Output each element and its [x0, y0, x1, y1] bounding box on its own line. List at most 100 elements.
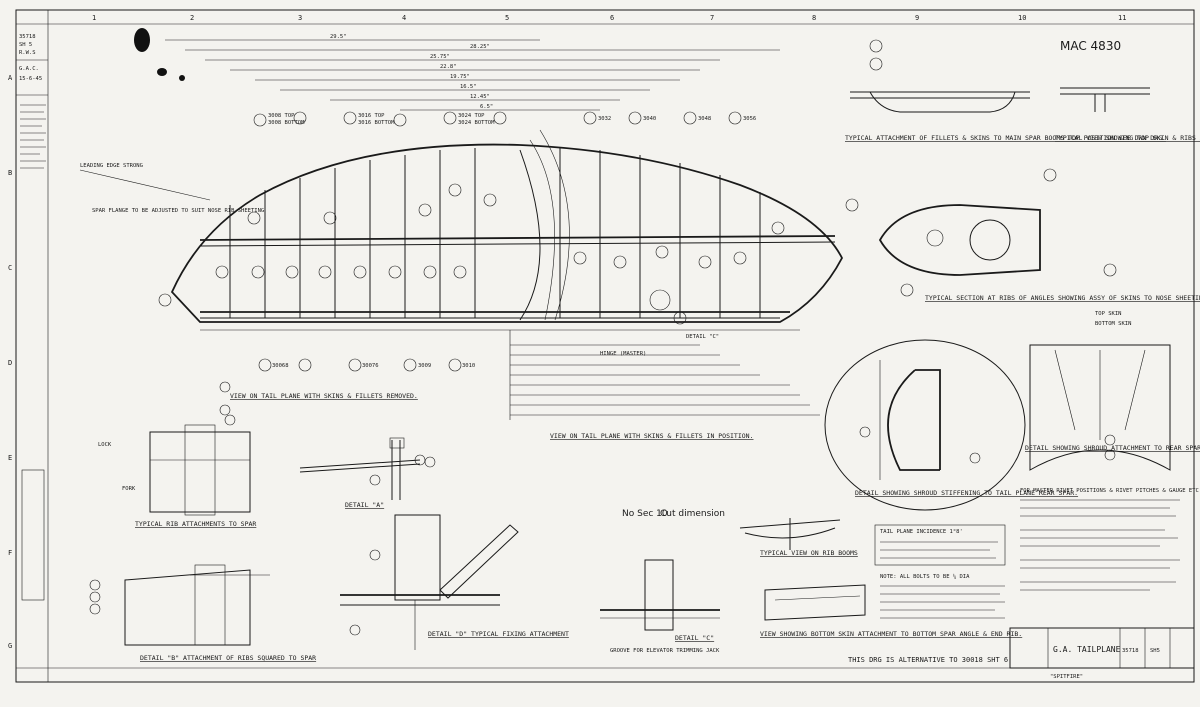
- title-block: G.A. TAILPLANE 35718 SH5 "SPITFIRE": [1009, 627, 1195, 680]
- note-incidence: TAIL PLANE INCIDENCE 1°8': [880, 529, 963, 535]
- dim-label: 16.5": [460, 84, 477, 90]
- row-label: F: [8, 549, 12, 557]
- title-block-sheet: SH5: [1150, 648, 1160, 654]
- bubble-label: 3016 TOP: [358, 113, 385, 119]
- tailplane-outline: [170, 143, 844, 323]
- bubble-label: 3040: [643, 116, 656, 122]
- aircraft-name: "SPITFIRE": [1050, 674, 1083, 680]
- ribs: [229, 148, 761, 318]
- title-block-name: G.A. TAILPLANE: [1053, 645, 1121, 654]
- revision-strip: 35718 SH 5 R.W.S G.A.C. 15-6-45: [16, 34, 48, 601]
- notes-block: TAIL PLANE INCIDENCE 1°8' NOTE: ALL BOLT…: [848, 488, 1199, 664]
- rev-text: 35718: [19, 34, 36, 40]
- dim-label: 19.75": [450, 74, 470, 80]
- row-label: E: [8, 454, 12, 462]
- col-label: 3: [298, 14, 302, 22]
- detail-fillet-attachment: TYPICAL ATTACHMENT OF FILLETS & SKINS TO…: [845, 39, 1166, 142]
- rev-text: SH 5: [19, 42, 32, 48]
- title-detail-b: DETAIL "B" ATTACHMENT OF RIBS SQUARED TO…: [140, 654, 316, 662]
- title-detail-d: DETAIL "D" TYPICAL FIXING ATTACHMENT: [428, 630, 569, 638]
- col-label: 4: [402, 14, 406, 22]
- rev-text: 15-6-45: [19, 76, 42, 82]
- col-label: 7: [710, 14, 714, 22]
- bubble-label: 30068: [272, 363, 289, 369]
- bubble-label: 3008 TOP: [268, 113, 295, 119]
- row-label: G: [8, 642, 12, 650]
- ink-blot: [157, 68, 167, 76]
- col-label: 1: [92, 14, 96, 22]
- col-label: 9: [915, 14, 919, 22]
- note-bottom-skin: BOTTOM SKIN: [1095, 321, 1131, 327]
- note-lock: LOCK: [98, 442, 112, 448]
- bubble-label: 3016 BOTTOM: [358, 120, 395, 126]
- bubble-label: 3032: [598, 116, 611, 122]
- detail-rib-to-spar: LOCK FORK TYPICAL RIB ATTACHMENTS TO SPA…: [98, 404, 256, 528]
- rev-text: R.W.S: [19, 50, 36, 56]
- dim-label: 28.25": [470, 44, 490, 50]
- ink-blot: [134, 28, 150, 52]
- note-bolts: NOTE: ALL BOLTS TO BE ¼ DIA: [880, 574, 970, 580]
- row-label: A: [8, 74, 13, 82]
- title-section-ribs: TYPICAL SECTION AT RIBS OF ANGLES SHOWIN…: [925, 294, 1200, 302]
- dimension-lines: [165, 39, 780, 111]
- detail-shroud-rear-spar: DETAIL SHOWING SHROUD ATTACHMENT TO REAR…: [1025, 344, 1200, 471]
- detail-d: DETAIL "D" TYPICAL FIXING ATTACHMENT: [340, 514, 569, 650]
- title-fillets: TYPICAL ATTACHMENT OF FILLETS & SKINS TO…: [845, 134, 1166, 142]
- main-planform-view: 29.5" 28.25" 25.75" 22.8" 19.75" 16.5" 1…: [79, 34, 844, 486]
- bubble-label: 3056: [743, 116, 756, 122]
- note-detail-c: DETAIL "C": [686, 334, 719, 340]
- col-label: 5: [505, 14, 509, 22]
- title-shroud-stiffening: DETAIL SHOWING SHROUD STIFFENING TO TAIL…: [855, 489, 1078, 497]
- dim-label: 22.8": [440, 64, 457, 70]
- col-label: 6: [610, 14, 614, 22]
- col-label: 2: [190, 14, 194, 22]
- row-label: D: [8, 359, 12, 367]
- title-skins-removed: VIEW ON TAIL PLANE WITH SKINS & FILLETS …: [230, 392, 418, 400]
- detail-rib-booms: TYPICAL VIEW ON RIB BOOMS: [739, 518, 858, 557]
- note-top-skin: TOP SKIN: [1095, 311, 1122, 317]
- note-spar-flange: SPAR FLANGE TO BE ADJUSTED TO SUIT NOSE …: [92, 208, 264, 214]
- title-detail-c: DETAIL "C": [675, 634, 714, 642]
- col-label: 8: [812, 14, 816, 22]
- col-label: 10: [1018, 14, 1026, 22]
- bubble-label: 3009: [418, 363, 431, 369]
- note-leading-edge: LEADING EDGE STRONG: [80, 163, 143, 169]
- note-master-rivet: FOR MASTER RIVET POSITIONS & RIVET PITCH…: [1020, 488, 1199, 494]
- dim-label: 25.75": [430, 54, 450, 60]
- bubble-label: 3024 TOP: [458, 113, 485, 119]
- detail-c: No Sec 10 Cut dimension DETAIL "C" GROOV…: [600, 509, 725, 654]
- center-joint-line: [519, 149, 541, 321]
- title-skins-in-position: VIEW ON TAIL PLANE WITH SKINS & FILLETS …: [550, 432, 754, 440]
- part-bubbles: [158, 111, 785, 486]
- ink-blot: [179, 75, 185, 81]
- column-labels: 1 2 3 4 5 6 7 8 9 10 11: [92, 14, 1126, 22]
- detail-top-skin-view: TYPICAL VIEW SHOWING TOP SKIN & RIBS ANG…: [1055, 87, 1200, 142]
- handwritten-note: No Sec 10: [622, 509, 668, 519]
- note-alternative: THIS DRG IS ALTERNATIVE TO 30018 SHT 6: [848, 656, 1008, 664]
- note-fork: FORK: [122, 486, 136, 492]
- mac-reference: MAC 4830: [1060, 39, 1121, 53]
- detail-shroud-stiffening: DETAIL SHOWING SHROUD STIFFENING TO TAIL…: [824, 339, 1078, 511]
- title-bottom-skin: VIEW SHOWING BOTTOM SKIN ATTACHMENT TO B…: [760, 630, 1022, 638]
- row-label: B: [8, 169, 12, 177]
- title-shroud-rear: DETAIL SHOWING SHROUD ATTACHMENT TO REAR…: [1025, 444, 1200, 452]
- title-top-skin: TYPICAL VIEW SHOWING TOP SKIN & RIBS ANG…: [1055, 134, 1200, 142]
- detail-a: DETAIL "A": [299, 437, 436, 509]
- detail-section-ribs: TYPICAL SECTION AT RIBS OF ANGLES SHOWIN…: [845, 168, 1200, 327]
- bubble-label: 3024 BOTTOM: [458, 120, 495, 126]
- detail-b: DETAIL "B" ATTACHMENT OF RIBS SQUARED TO…: [89, 564, 316, 662]
- dim-label: 6.5": [480, 104, 493, 110]
- dim-label: 29.5": [330, 34, 347, 40]
- note-elevator-jack: GROOVE FOR ELEVATOR TRIMMING JACK: [610, 648, 720, 654]
- title-block-number: 35718: [1122, 648, 1139, 654]
- title-rib-to-spar: TYPICAL RIB ATTACHMENTS TO SPAR: [135, 520, 256, 528]
- bubble-label: 30076: [362, 363, 379, 369]
- dim-label: 12.45": [470, 94, 490, 100]
- bubble-label: 3008 BOTTOM: [268, 120, 305, 126]
- note-hinge: HINGE (MASTER): [600, 351, 646, 357]
- front-spar: [199, 235, 836, 241]
- sheet-border: [15, 9, 1195, 683]
- row-label: C: [8, 264, 12, 272]
